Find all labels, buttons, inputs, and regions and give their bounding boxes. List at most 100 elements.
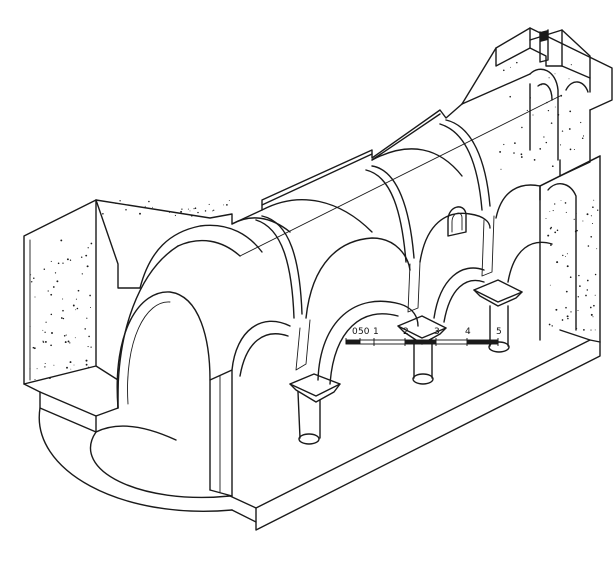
stipple-dot [50,344,52,347]
stipple-dot [70,368,72,370]
scale-bar: 0 50 1 2 3 4 5 [345,327,502,346]
stipple-dot [208,203,210,205]
stipple-dot [545,218,547,219]
stipple-dot [565,290,568,293]
stipple-dot [50,260,52,262]
stipple-dot [594,329,596,331]
stipple-dot [69,259,72,261]
stipple-dot [556,261,559,264]
stipple-dot [526,109,528,112]
stipple-dot [193,208,195,210]
stipple-dot [72,304,75,307]
stipple-dot [197,211,199,214]
stipple-dot [586,279,589,282]
stipple-dot [54,272,57,274]
stipple-dot [181,208,183,210]
stipple-dot [86,317,88,319]
stipple-dot [569,276,572,279]
stipple-dot [168,211,171,213]
stipple-dot [45,321,47,323]
outer-wall-outline [23,103,601,531]
stipple-dot [148,200,150,203]
stipple-dot [594,273,597,276]
stipple-dot [77,289,80,292]
stipple-dot [520,153,523,156]
stipple-dot [510,66,511,68]
scale-label-0: 0 [352,327,358,337]
stipple-dot [554,203,556,205]
stipple-dot [500,168,502,170]
stipple-dot [547,109,550,112]
stipple-dot [42,340,44,342]
stipple-dot [34,378,36,381]
stipple-dot [590,313,593,316]
stipple-dot [590,235,593,238]
stipple-dot [548,323,551,326]
stipple-dot [591,222,594,225]
scale-label-50: 50 [358,327,370,337]
stipple-dot [87,366,90,369]
stipple-dot [554,73,556,75]
stipple-dot [554,231,557,234]
stipple-dot [226,204,228,206]
stipple-dot [592,316,594,318]
stipple-dot [84,328,86,330]
stipple-dot [568,78,570,80]
stipple-dot [596,248,598,250]
stipple-dot [66,258,69,261]
stipple-dot [585,294,587,297]
stipple-dot [569,148,572,151]
stipple-dot [550,244,552,246]
stipple-dot [223,204,225,206]
stipple-dot [573,218,575,220]
stipple-dot [87,247,89,249]
stipple-dot [557,113,560,116]
stipple-dot [561,130,564,132]
stipple-dot [43,268,46,271]
stipple-dot [74,337,76,339]
stipple-dot [87,346,89,348]
stipple-dot [539,148,542,150]
stipple-dot [552,210,554,212]
stipple-dot [62,309,64,312]
stipple-dot [44,366,46,368]
stipple-dot [190,214,193,217]
stipple-dot [565,306,567,309]
stipple-dot [180,210,183,213]
stipple-dot [573,148,575,151]
stipple-dot [580,121,582,124]
stipple-dot [499,150,502,153]
stipple-dot [187,208,189,210]
stipple-dot [550,122,553,124]
stipple-dot [548,77,550,79]
stipple-dot [545,141,548,144]
stipple-dot [593,199,595,201]
stipple-dot [520,156,523,158]
stipple-dot [566,253,568,255]
scale-label-4: 4 [465,327,471,337]
stipple-dot [565,211,567,213]
stipple-dot [89,294,91,297]
stipple-dot [589,306,592,309]
stipple-dot [42,329,44,331]
stipple-dot [569,110,572,113]
stipple-dot [66,366,68,369]
scale-label-2: 2 [403,327,409,337]
stipple-dot [556,229,559,232]
stipple-dot [593,304,595,307]
stipple-dot [521,126,523,129]
stipple-dot [76,307,79,310]
stipple-dot [514,142,516,144]
stipple-dot [32,346,35,349]
stipple-dot [29,325,31,327]
stipple-dot [73,364,75,366]
scale-label-3: 3 [434,327,440,337]
stipple-dot [549,211,551,212]
stipple-dot [62,317,65,320]
stipple-dot [561,319,564,321]
stipple-dot [566,265,569,268]
stipple-dot [89,306,92,309]
column-3 [473,215,523,353]
stipple-dot [36,368,38,370]
